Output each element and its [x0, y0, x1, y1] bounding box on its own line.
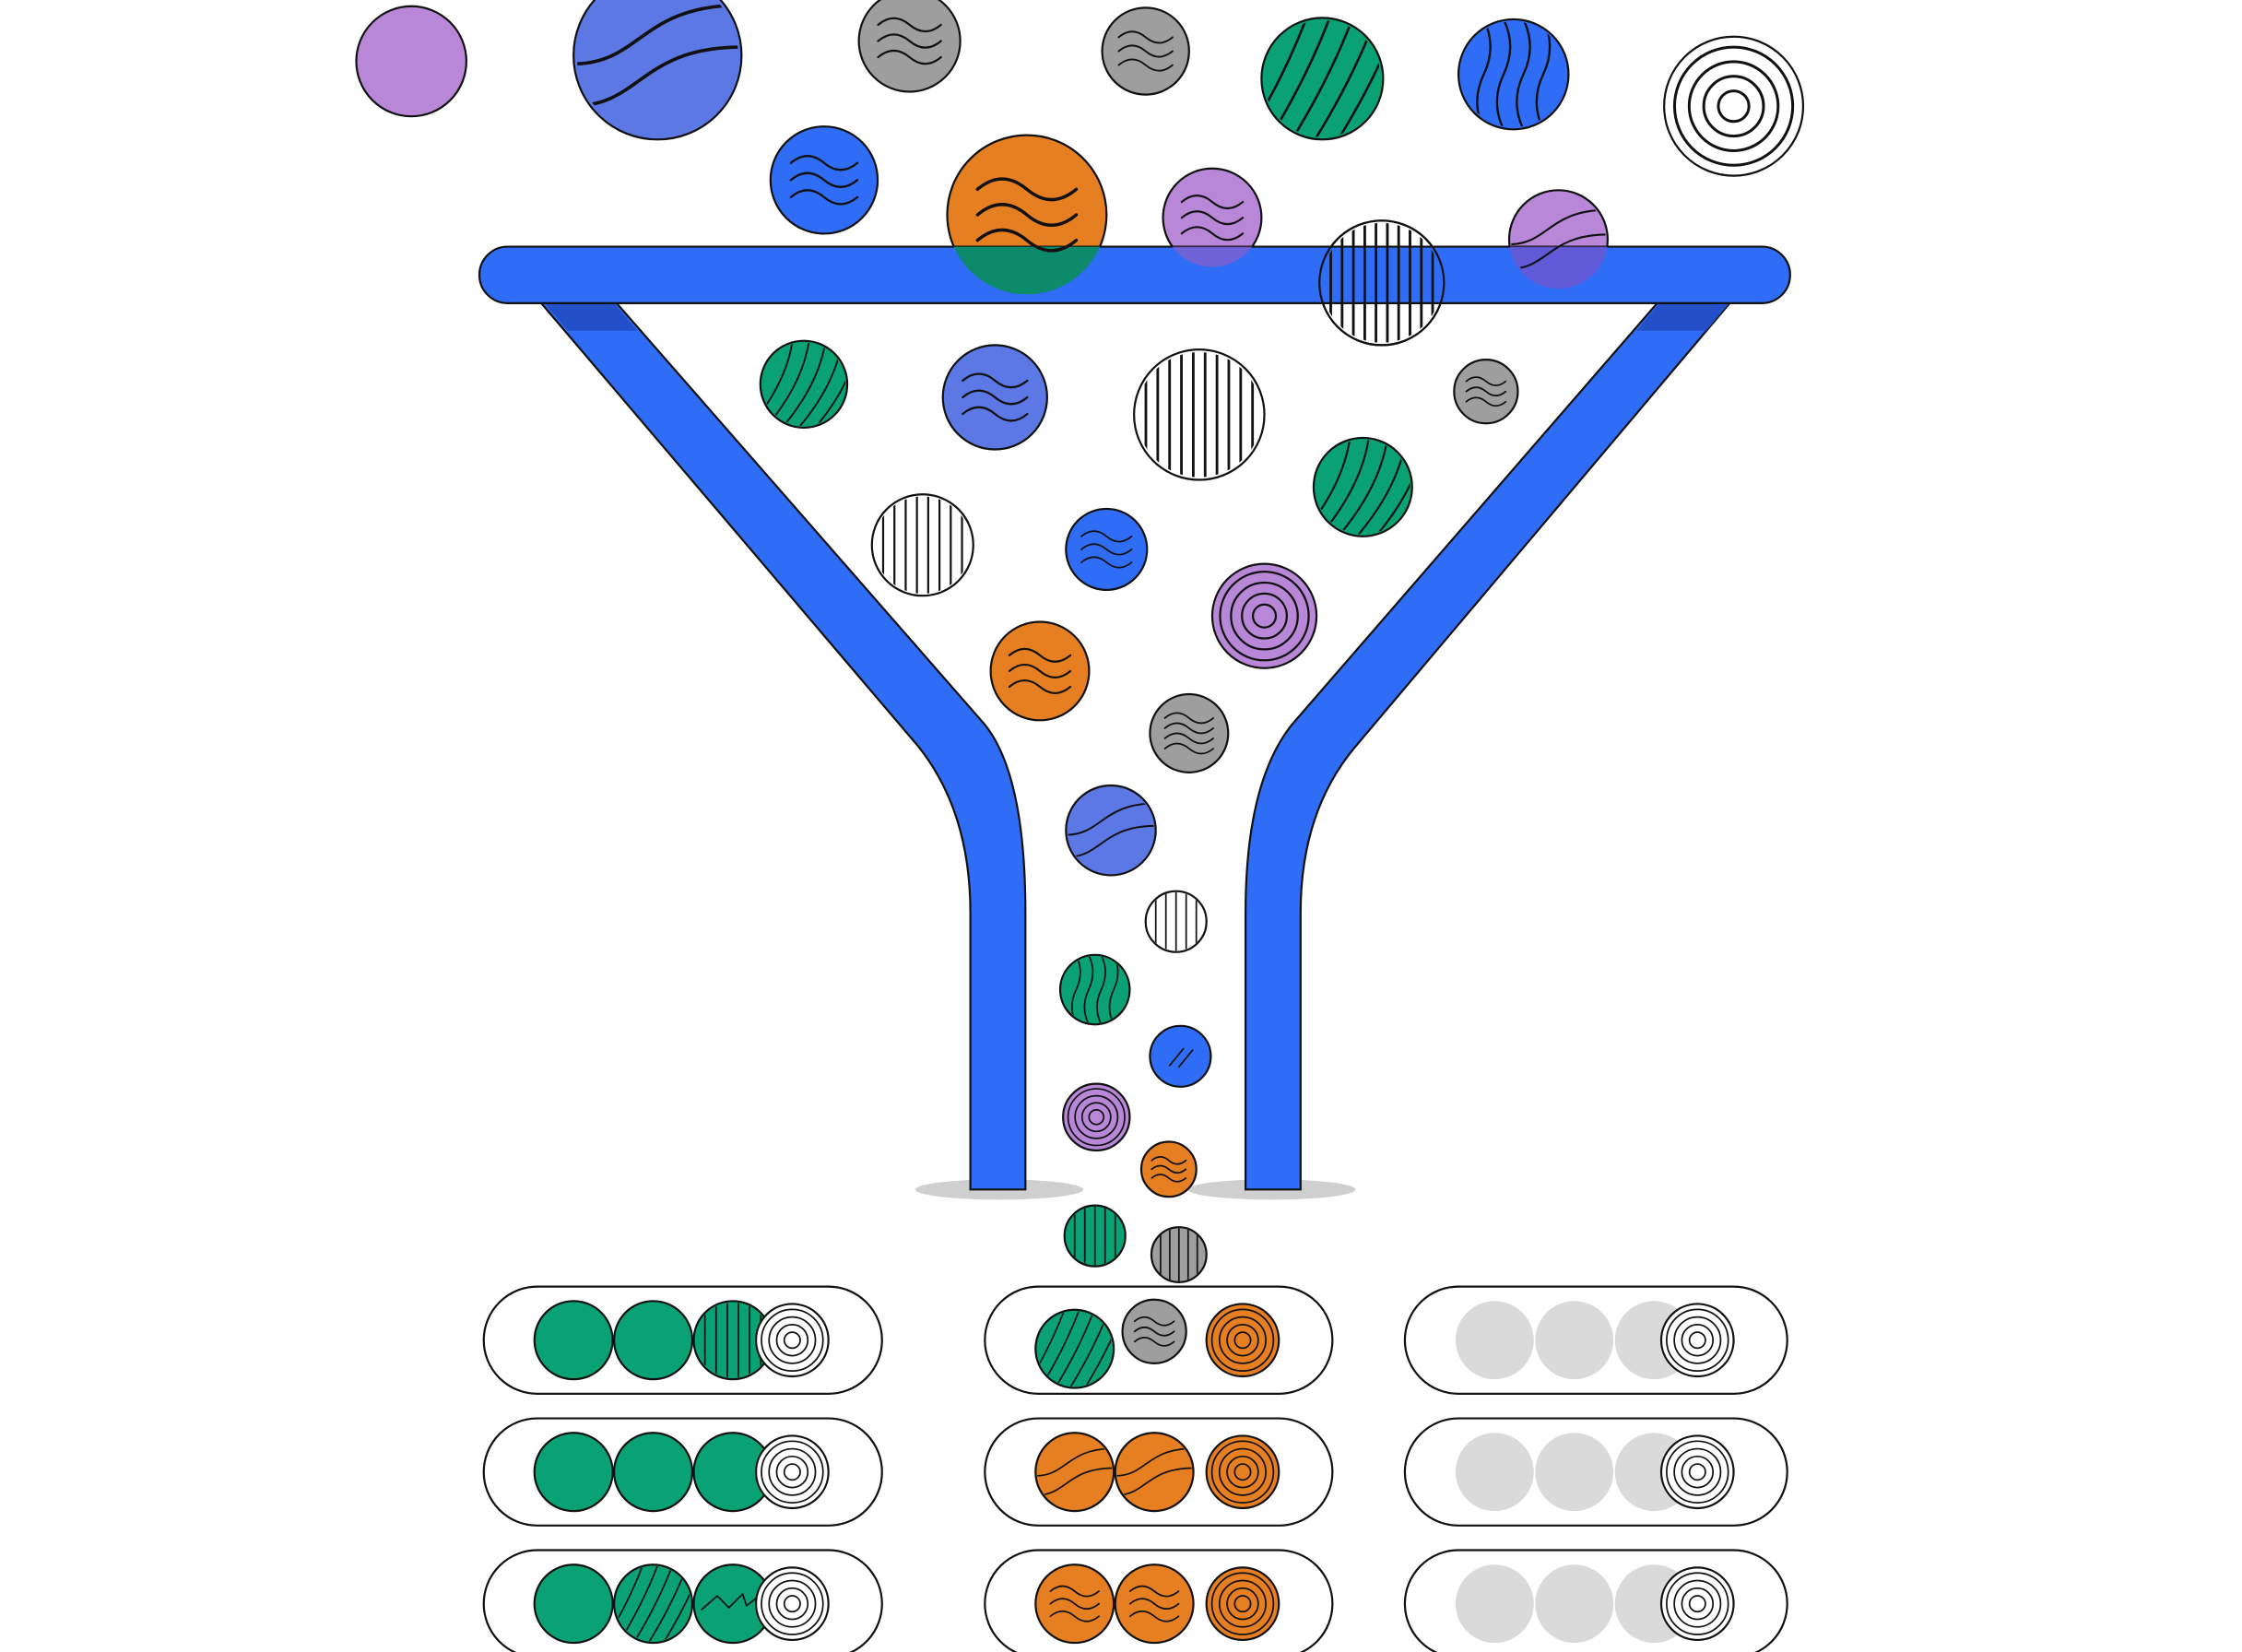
tray-orange-1 — [984, 1285, 1334, 1395]
ball-white-vertical-lines-2 — [1133, 348, 1266, 481]
right-arm-shade — [1636, 302, 1729, 331]
ball-gray-dense-waves — [1149, 692, 1230, 773]
ball-green-diagonal-waves — [759, 339, 849, 430]
tray-green-1-slot-2 — [613, 1300, 694, 1381]
ball-blue-waves — [769, 125, 879, 235]
ball-purple-waves — [1162, 167, 1263, 268]
tray-green-3-slot-2 — [613, 1564, 694, 1645]
ball-purple-target — [1210, 562, 1318, 669]
tray-empty-2-slot-1 — [1455, 1433, 1534, 1512]
tray-empty-1 — [1403, 1285, 1788, 1395]
tray-green-2 — [482, 1417, 883, 1527]
ball-white-vertical-small — [1144, 890, 1208, 953]
funnel-right-arm — [1245, 299, 1735, 1191]
tray-green-3-slot-4 — [754, 1566, 830, 1642]
rim-overlap — [947, 246, 1608, 295]
funnel-rim-overlay — [478, 219, 1791, 347]
ball-periwinkle-s-curve — [1065, 784, 1157, 877]
tray-empty-1-slot-2 — [1535, 1301, 1614, 1380]
tray-green-1-slot-1 — [533, 1300, 614, 1381]
funnel-left-arm — [537, 299, 1027, 1191]
tray-orange-3-slot-3 — [1205, 1566, 1280, 1642]
ball-blue-diagonal — [1149, 1024, 1212, 1088]
ball-white-target — [1663, 35, 1805, 177]
ball-green-vertical-lines — [1063, 1204, 1127, 1268]
tray-empty-3 — [1403, 1549, 1788, 1652]
funnel — [537, 299, 1735, 1200]
tray-empty-3-slot-2 — [1535, 1564, 1614, 1644]
ball-gray-waves-2 — [1101, 6, 1190, 96]
tray-empty-1-slot-1 — [1455, 1301, 1534, 1380]
ball-orange-waves — [989, 620, 1091, 722]
tray-orange-1-slot-1 — [1034, 1308, 1115, 1389]
tray-empty-2-slot-4 — [1659, 1434, 1735, 1510]
tray-green-2-slot-1 — [533, 1432, 614, 1513]
tray-empty-1-slot-4 — [1659, 1303, 1735, 1378]
tray-green-2-slot-2 — [613, 1432, 694, 1513]
ball-white-vertical-lines-3 — [870, 493, 974, 597]
tray-green-1 — [482, 1285, 883, 1395]
tray-green-2-slot-4 — [754, 1434, 830, 1510]
tray-orange-2-slot-2 — [1114, 1432, 1195, 1513]
ball-green-vertical-waves — [1058, 953, 1131, 1026]
tray-empty-2-slot-2 — [1535, 1433, 1614, 1512]
tray-orange-2-slot-1 — [1034, 1432, 1115, 1513]
falling-balls — [355, 0, 1805, 1283]
tray-empty-3-slot-1 — [1455, 1564, 1534, 1644]
left-arm-shade — [544, 302, 638, 331]
ball-gray-small — [1453, 359, 1519, 425]
tray-orange-3-slot-2 — [1114, 1564, 1195, 1645]
tray-empty-3-slot-4 — [1659, 1566, 1735, 1642]
ball-periwinkle-waves — [941, 344, 1048, 451]
sorted-trays — [482, 1285, 1788, 1652]
ball-green-waves — [1312, 436, 1413, 537]
tray-green-3-slot-1 — [533, 1564, 614, 1645]
tray-orange-2-slot-3 — [1205, 1434, 1280, 1510]
tray-green-1-slot-4 — [754, 1303, 830, 1378]
ball-blue-vertical-waves — [1457, 18, 1570, 131]
ball-gray-vertical-lines — [1150, 1226, 1208, 1283]
tray-green-1-slot-3 — [692, 1300, 773, 1381]
ball-green-stripes — [1260, 17, 1385, 141]
tray-orange-1-slot-2 — [1121, 1298, 1187, 1364]
tray-green-3 — [482, 1549, 883, 1652]
ball-purple-target-small — [1062, 1082, 1131, 1152]
funnel-rim — [478, 245, 1791, 304]
ball-blue-waves-2 — [1065, 507, 1149, 592]
ball-periwinkle-large — [572, 0, 743, 141]
ball-orange-small — [1139, 1140, 1198, 1198]
tray-empty-2 — [1403, 1417, 1788, 1527]
tray-orange-2 — [984, 1417, 1334, 1527]
tray-orange-3-slot-1 — [1034, 1564, 1115, 1645]
tray-orange-1-slot-3 — [1205, 1303, 1280, 1378]
ball-purple-plain — [355, 5, 467, 118]
tray-orange-3 — [984, 1549, 1334, 1652]
ball-gray-waves — [857, 0, 962, 93]
